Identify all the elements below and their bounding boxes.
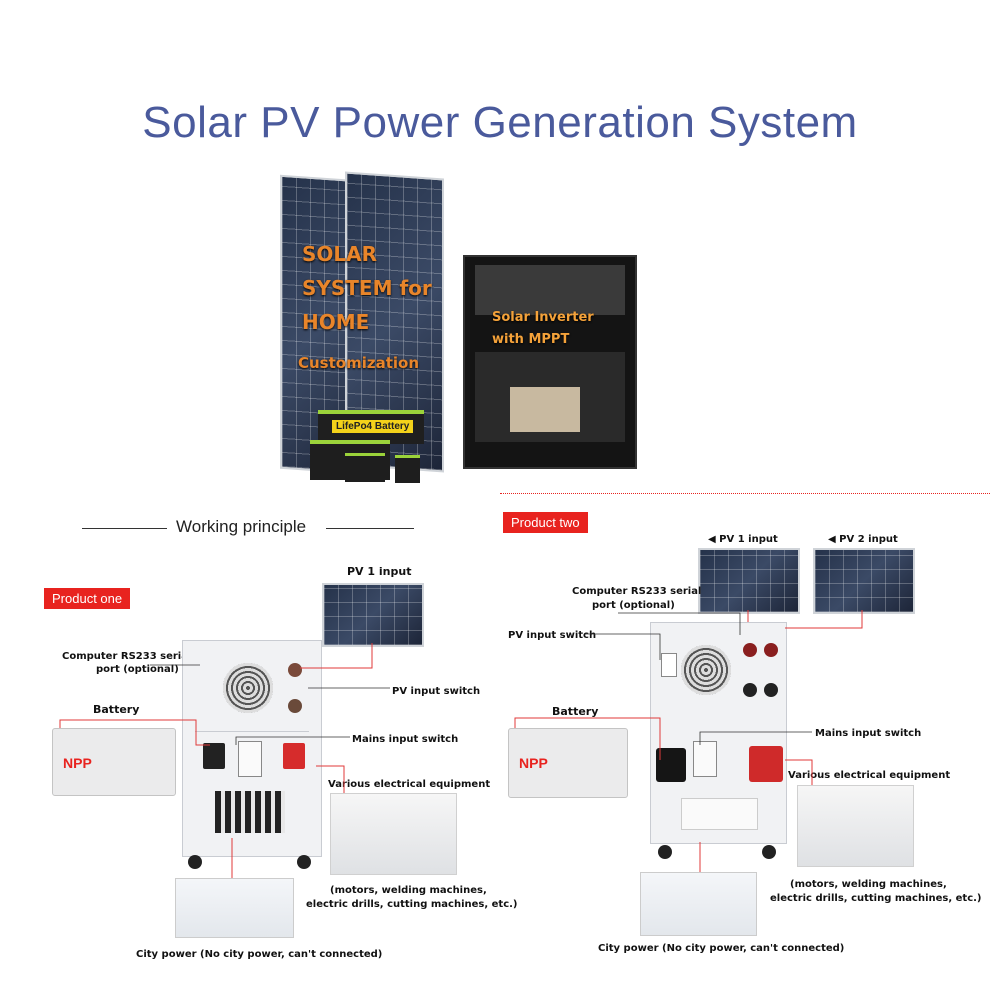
p2-pv1-text: PV 1 input xyxy=(719,534,778,545)
p2-equipment-label: Various electrical equipment xyxy=(788,770,951,781)
product-two-tag: Product two xyxy=(503,512,588,533)
p2-city-power-label: City power (No city power, can't connect… xyxy=(598,943,845,954)
p2-mains-switch-label: Mains input switch xyxy=(815,728,922,739)
p2-rs233-label: Computer RS233 serial xyxy=(572,586,702,597)
p2-battery: NPP xyxy=(508,728,628,798)
p2-wire-equipment xyxy=(785,759,813,785)
inverter-label-2: with MPPT xyxy=(492,332,570,347)
p2-equipment-image xyxy=(797,785,914,867)
p1-battery: NPP xyxy=(52,728,176,796)
p1-battery-brand: NPP xyxy=(63,755,92,771)
battery-small-1 xyxy=(345,453,385,482)
wp-line-right xyxy=(326,528,414,529)
battery-small-2 xyxy=(395,455,420,483)
p1-leader-mains xyxy=(235,736,350,745)
hero-overlay-line3: HOME xyxy=(302,310,370,334)
p2-pv2-label: ◀ PV 2 input xyxy=(828,534,898,545)
inverter-label-1: Solar Inverter xyxy=(492,310,594,325)
p2-fan-icon xyxy=(681,645,731,695)
divider-dotted xyxy=(500,493,990,494)
p1-pv-panel xyxy=(322,583,424,647)
wp-line-left xyxy=(82,528,167,529)
p2-wire-battery xyxy=(514,717,661,760)
p2-wire-pv2 xyxy=(785,610,863,629)
p1-pv-input-label: PV 1 input xyxy=(347,565,412,578)
working-principle-title: Working principle xyxy=(176,517,307,536)
product-one-tag: Product one xyxy=(44,588,131,609)
p2-battery-label: Battery xyxy=(552,705,599,718)
p2-pv1-panel xyxy=(698,548,800,614)
p2-leader-pvswitch xyxy=(585,633,661,660)
p2-leader-mains xyxy=(699,731,812,745)
hero-image: SOLAR SYSTEM for HOME Customization Life… xyxy=(270,170,650,483)
inverter-cabinet xyxy=(463,255,637,469)
p1-equipment-note-1: (motors, welding machines, xyxy=(330,885,487,896)
p1-rs233-label-2: port (optional) xyxy=(96,664,179,675)
p2-leader-rs233 xyxy=(618,612,741,635)
p1-city-power-label: City power (No city power, can't connect… xyxy=(136,949,383,960)
p2-inverter-cabinet xyxy=(650,622,787,844)
p2-pv2-text: PV 2 input xyxy=(839,534,898,545)
p1-inverter-cabinet xyxy=(182,640,322,857)
p1-wire-equipment xyxy=(316,765,345,793)
p1-wire-pv xyxy=(300,643,373,669)
battery-label: LifePo4 Battery xyxy=(332,420,414,433)
p1-power-tower-image xyxy=(175,878,294,938)
p1-equipment-image xyxy=(330,793,457,875)
p2-pv2-panel xyxy=(813,548,915,614)
hero-overlay-line2: SYSTEM for xyxy=(302,276,432,300)
p2-equipment-note-2: electric drills, cutting machines, etc.) xyxy=(770,893,982,904)
p1-pv-switch-label: PV input switch xyxy=(392,686,481,697)
p2-pv1-label: ◀ PV 1 input xyxy=(708,534,778,545)
p2-pv-switch-label: PV input switch xyxy=(508,630,597,641)
p1-equipment-label: Various electrical equipment xyxy=(328,779,491,790)
page-title: Solar PV Power Generation System xyxy=(142,98,858,147)
p1-mains-switch-label: Mains input switch xyxy=(352,734,459,745)
p1-wire-battery xyxy=(59,719,210,746)
p1-battery-label: Battery xyxy=(93,703,140,716)
hero-overlay-line4: Customization xyxy=(298,354,420,372)
p2-rs233-label-2: port (optional) xyxy=(592,600,675,611)
p1-equipment-note-2: electric drills, cutting machines, etc.) xyxy=(306,899,518,910)
p2-power-tower-image xyxy=(640,872,757,936)
p2-equipment-note-1: (motors, welding machines, xyxy=(790,879,947,890)
p1-rs233-label: Computer RS233 serial xyxy=(62,651,192,662)
p1-fan-icon xyxy=(223,663,273,713)
hero-overlay-line1: SOLAR xyxy=(302,242,378,266)
p2-battery-brand: NPP xyxy=(519,755,548,771)
